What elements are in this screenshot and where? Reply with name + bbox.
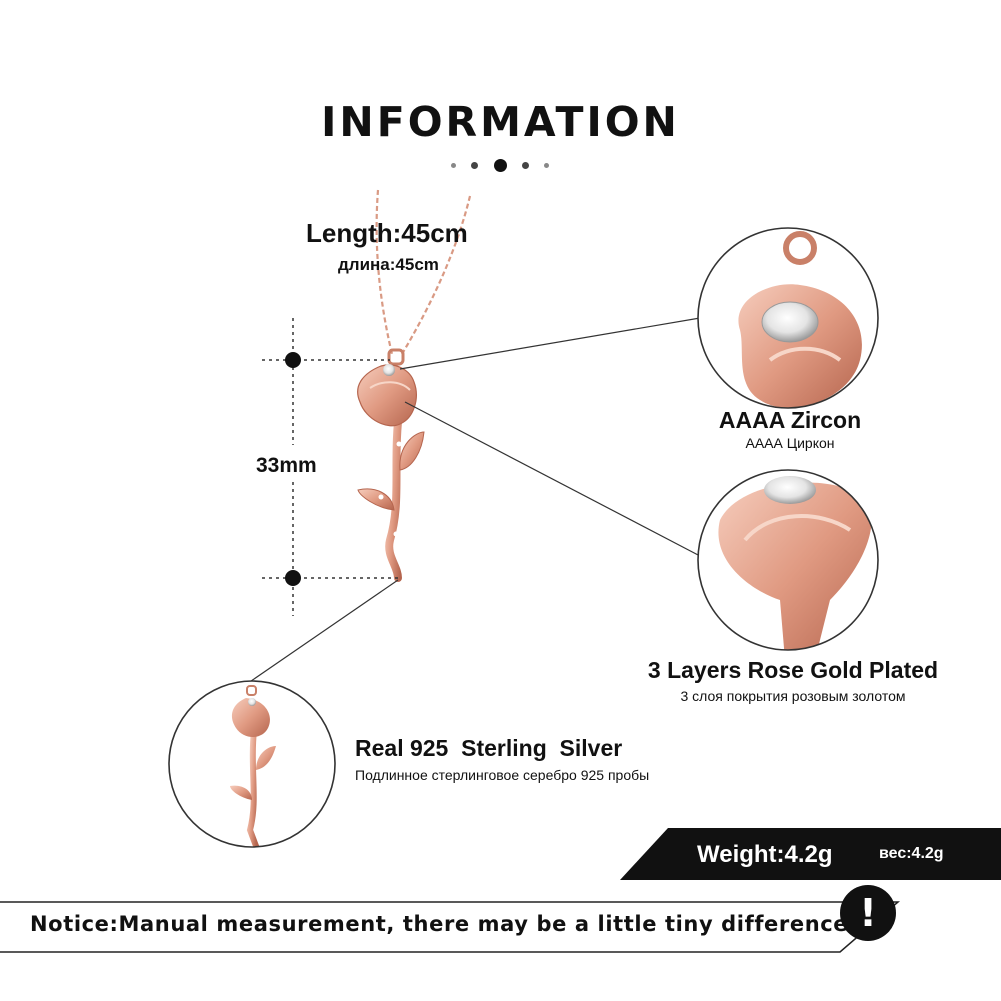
zircon-detail-circle — [697, 227, 879, 409]
page-title: INFORMATION — [321, 98, 680, 146]
top-measure-dot — [285, 352, 301, 368]
bottom-measure-dot — [285, 570, 301, 586]
rose-gold-detail-circle — [697, 469, 879, 651]
exclamation-icon: ! — [840, 885, 896, 941]
silver-label-ru: Подлинное стерлинговое серебро 925 пробы — [355, 767, 650, 783]
zircon-label: AAAA Zircon — [718, 407, 862, 433]
weight-label-ru: вес:4.2g — [879, 845, 944, 862]
rose-gold-label: 3 Layers Rose Gold Plated — [647, 657, 939, 683]
notice-text: Notice:Manual measurement, there may be … — [30, 912, 857, 936]
length-label-ru: длина:45cm — [338, 255, 439, 274]
connector-lines — [237, 317, 701, 691]
zircon-label-ru: АААА Циркон — [745, 435, 835, 451]
necklace-chain — [375, 189, 472, 355]
measurement-guides — [262, 318, 398, 616]
length-label: Length:45cm — [306, 218, 468, 248]
pendant-size-label: 33mm — [256, 454, 317, 477]
title-dots-divider — [449, 156, 553, 176]
weight-label: Weight:4.2g — [697, 841, 833, 868]
silver-label: Real 925 Sterling Silver — [355, 735, 623, 761]
pendant-detail-circle — [168, 680, 336, 848]
weight-banner — [620, 828, 1001, 880]
rose-pendant — [357, 348, 425, 582]
rose-gold-label-ru: 3 слоя покрытия розовым золотом — [680, 688, 906, 704]
